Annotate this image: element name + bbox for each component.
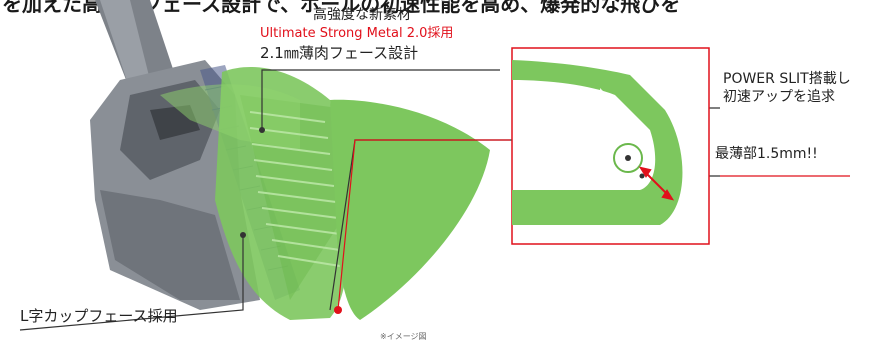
material-label: 高強度な新素材 xyxy=(313,7,411,23)
thickness-arrow xyxy=(638,166,675,201)
l-cup-marker xyxy=(240,232,246,238)
power-slit-sublabel: 初速アップを追求 xyxy=(723,89,835,105)
face-design-marker xyxy=(259,127,265,133)
material-name: Ultimate Strong Metal 2.0採用 xyxy=(260,26,454,41)
power-slit-label: POWER SLIT搭載し xyxy=(723,71,851,87)
thinnest-label: 最薄部1.5mm!! xyxy=(715,146,818,162)
zoom-slit-section xyxy=(512,60,683,225)
banner-text: を加えた高反発フェース設計で、ボールの初速性能を高め、爆発的な飛びを xyxy=(2,0,681,16)
cross-section xyxy=(330,99,490,320)
face-design-label: 2.1㎜薄肉フェース設計 xyxy=(260,44,419,62)
image-note: ※イメージ図 xyxy=(380,332,427,341)
l-cup-face-label: L字カップフェース採用 xyxy=(20,307,178,325)
